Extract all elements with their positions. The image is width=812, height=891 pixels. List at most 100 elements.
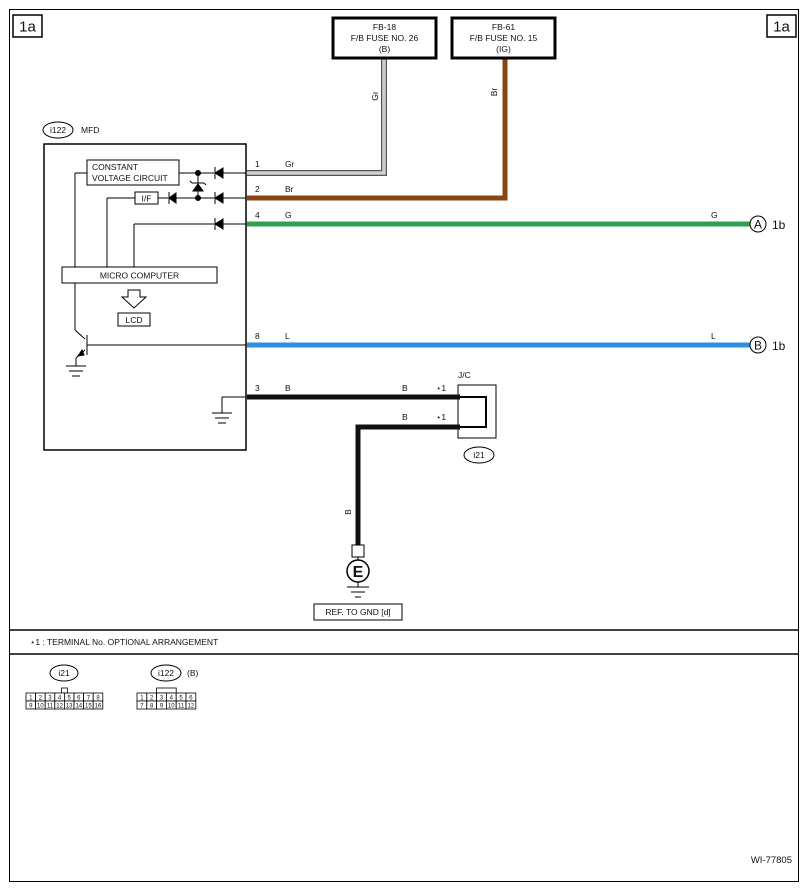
micro-computer-box: [61, 266, 218, 284]
pin-2: 2: [255, 184, 260, 194]
connector-view-oval-i21: [49, 664, 79, 682]
down-arrow-icon: [120, 289, 148, 309]
pin-4: 4: [255, 210, 260, 220]
mfd-internal-lines: [66, 172, 246, 424]
pin-8-end-color: L: [711, 331, 716, 341]
ground-ref-label: REF. TO GND [d]: [325, 607, 390, 617]
fuse-fb18: FB-18 F/B FUSE NO. 26 (B): [331, 16, 438, 60]
fuse1-wire-color: Gr: [370, 91, 380, 101]
jc-name: J/C: [458, 370, 471, 380]
sheet-id-right: 1a: [773, 19, 790, 36]
pin-1-color: Gr: [285, 159, 295, 169]
ground-symbol: E: [353, 564, 364, 581]
pin-8-color: L: [285, 331, 290, 341]
fuse1-label: F/B FUSE NO. 26: [351, 33, 419, 43]
connector-key: [61, 687, 68, 694]
connector-pin-number: 7: [140, 704, 144, 710]
connector-pin-number: 2: [150, 696, 154, 702]
connector-key: [156, 687, 177, 694]
cvc-box: [86, 159, 180, 186]
sheet-id-left: 1a: [19, 19, 36, 36]
jc-in-color: B: [402, 383, 408, 393]
drawing-number: WI-77805: [751, 855, 792, 866]
interface-label: I/F: [142, 194, 152, 204]
mfd-connector-oval: [42, 121, 74, 139]
pin-3-color: B: [285, 383, 291, 393]
jc-bus: [459, 396, 487, 428]
connector-view-id-i21: i21: [58, 668, 70, 678]
connector-pin-number: 5: [68, 696, 72, 702]
connector-pin-number: 16: [95, 704, 102, 710]
pin-4-end-color: G: [711, 210, 718, 220]
ground-terminal: [351, 544, 365, 558]
connector-pin-number: 1: [29, 696, 33, 702]
lcd-label: LCD: [125, 315, 142, 325]
connector-pin-number: 4: [170, 696, 174, 702]
lcd-box: [117, 312, 151, 327]
connector-pin-number: 6: [189, 696, 193, 702]
jc-connector-oval: [463, 446, 495, 464]
connector-pin-number: 11: [47, 704, 54, 710]
connector-pin-number: 10: [37, 704, 44, 710]
wire-gr-outline: [247, 57, 387, 176]
connector-pin-number: 15: [85, 704, 92, 710]
connector-pin-number: 9: [29, 704, 33, 710]
connector-pin-number: 2: [39, 696, 43, 702]
wire-br: [247, 57, 508, 201]
wire-gr: [247, 57, 386, 175]
connector-pin-cell: [185, 700, 197, 710]
connector-pin-number: 8: [96, 696, 100, 702]
connector-pin-number: 10: [168, 704, 175, 710]
connector-b-circle: [749, 336, 767, 354]
jc-box: [457, 384, 497, 439]
connector-pin-cell: [92, 700, 104, 710]
connector-pin-number: 5: [179, 696, 183, 702]
connector-a-circle: [749, 215, 767, 233]
connector-view-suffix-i122: (B): [187, 668, 199, 678]
pin-4-color: G: [285, 210, 292, 220]
connector-pin-number: 12: [56, 704, 63, 710]
connector-pin-number: 7: [87, 696, 91, 702]
connector-pin-number: 11: [178, 704, 185, 710]
jc-in-mark: ⋆1: [436, 383, 446, 393]
sheet-id-box-right: [766, 14, 797, 38]
pin-2-color: Br: [285, 184, 294, 194]
connector-pin-number: 13: [66, 704, 73, 710]
connector-b-sheet: 1b: [772, 339, 786, 353]
fuse1-name: FB-18: [373, 22, 396, 32]
connector-pin-number: 8: [150, 704, 154, 710]
connector-pin-number: 3: [160, 696, 164, 702]
connector-view-id-i122: i122: [158, 668, 174, 678]
jc-out-mark: ⋆1: [436, 412, 446, 422]
interface-box: [134, 191, 159, 205]
fuse-fb61: FB-61 F/B FUSE NO. 15 (IG): [450, 16, 557, 60]
wire-b-ground: [355, 424, 459, 546]
fuse2-supply: (IG): [496, 44, 511, 54]
fuse2-label: F/B FUSE NO. 15: [470, 33, 538, 43]
pin-3: 3: [255, 383, 260, 393]
mfd-diodes: [76, 167, 224, 357]
connector-pin-number: 12: [188, 704, 195, 710]
micro-computer-label: MICRO COMPUTER: [100, 271, 179, 281]
cvc-label-line1: CONSTANT: [92, 162, 138, 172]
mfd-box: [43, 143, 247, 451]
ground-icon: [347, 582, 369, 598]
connector-pin-number: 4: [58, 696, 62, 702]
connector-b-label: B: [754, 339, 762, 353]
connector-pin-number: 9: [160, 704, 164, 710]
connector-pin-number: 14: [75, 704, 82, 710]
connector-pin-number: 3: [48, 696, 52, 702]
fuse2-name: FB-61: [492, 22, 515, 32]
ground-wire-color: B: [343, 509, 353, 515]
connector-a-sheet: 1b: [772, 218, 786, 232]
pin-1: 1: [255, 159, 260, 169]
connector-pin-number: 1: [140, 696, 144, 702]
ground-ref-box: [313, 603, 403, 621]
sheet-id-box-left: [12, 14, 43, 38]
page-frame: [9, 9, 799, 882]
connector-view-oval-i122: [150, 664, 182, 682]
